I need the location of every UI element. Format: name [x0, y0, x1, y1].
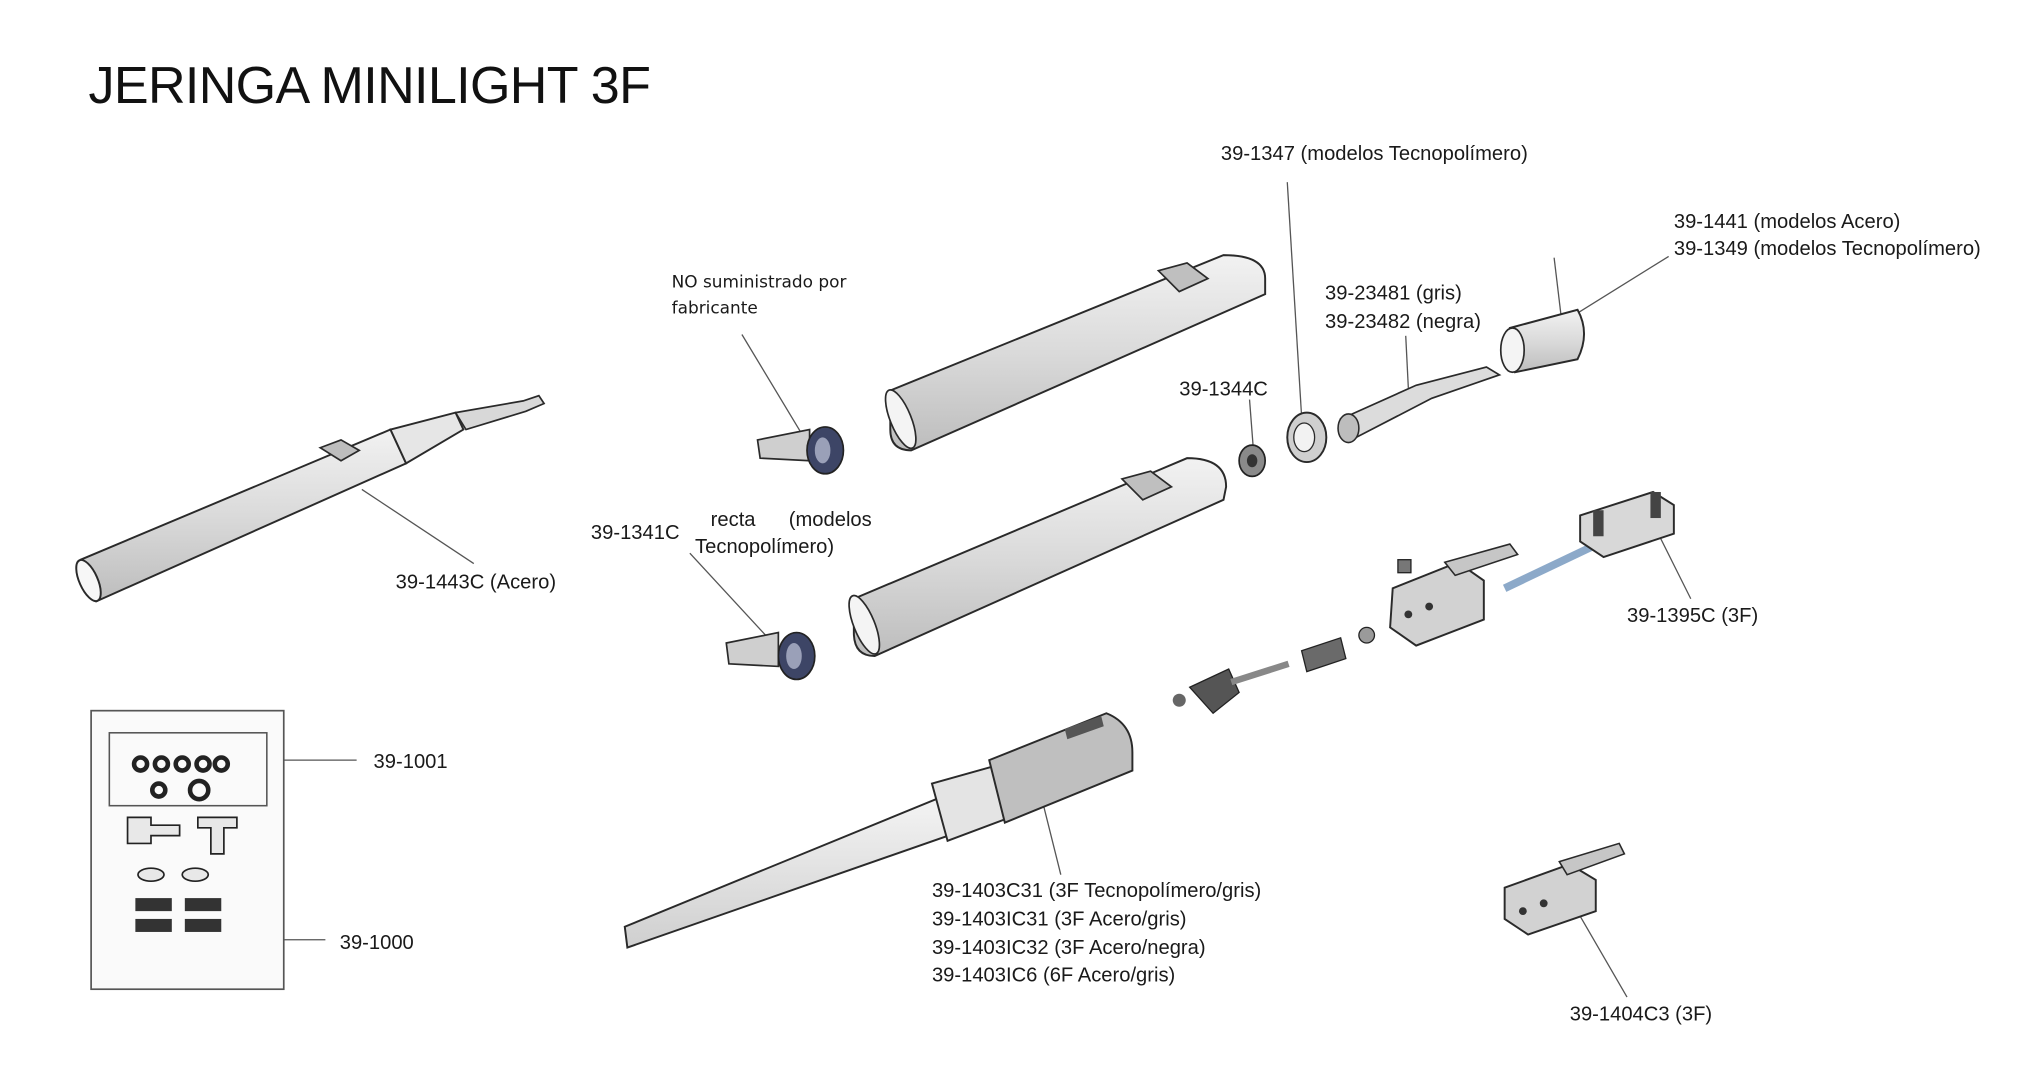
body-middle [848, 457, 1228, 657]
o-rings-1001 [131, 755, 231, 802]
tip-23481 [1337, 366, 1502, 444]
cap-not-supplied [756, 426, 845, 475]
body-top [884, 254, 1267, 452]
label-39-1403ic32: 39-1403IC32 (3F Acero/negra) [931, 937, 1206, 960]
piston-assembly [1172, 660, 1290, 715]
label-39-23482: 39-23482 (negra) [1325, 311, 1481, 334]
label-39-1403ic31: 39-1403IC31 (3F Acero/gris) [931, 908, 1187, 931]
label-39-1441: 39-1441 (modelos Acero) [1673, 210, 1901, 233]
hose-connector-1403 [623, 712, 1134, 949]
spring-1344c [1238, 444, 1267, 478]
leader-lines [266, 182, 1692, 998]
valve-assembly-1395c [1389, 490, 1675, 647]
label-tecnopolimero: Tecnopolímero) [695, 536, 835, 559]
check-valve [1358, 626, 1376, 644]
label-39-1443c: 39-1443C (Acero) [395, 571, 557, 594]
label-modelos: (modelos [788, 508, 872, 532]
label-39-23481: 39-23481 (gris) [1325, 282, 1462, 305]
assembled-syringe [75, 394, 546, 603]
label-39-1403ic6: 39-1403IC6 (6F Acero/gris) [931, 964, 1176, 987]
spare-kit-1000 [90, 709, 285, 991]
page-title: JERINGA MINILIGHT 3F [88, 57, 651, 115]
label-not-supplied-line2: fabricante [671, 299, 758, 319]
label-39-1404c3: 39-1404C3 (3F) [1569, 1003, 1713, 1026]
label-39-1341c: 39-1341C [590, 521, 680, 545]
cap-1341c [725, 631, 816, 681]
label-not-supplied-line1: NO suministrado por [671, 273, 847, 293]
spring-small [1300, 636, 1347, 673]
label-39-1403c31: 39-1403C31 (3F Tecnopolímero/gris) [931, 879, 1262, 903]
valve-1404c3 [1503, 842, 1626, 936]
label-39-1395c: 39-1395C (3F) [1627, 605, 1759, 628]
label-39-1000: 39-1000 [339, 931, 414, 955]
ring-1347 [1286, 411, 1328, 464]
label-39-1344c: 39-1344C [1179, 378, 1268, 401]
label-39-1001: 39-1001 [373, 751, 448, 774]
label-39-1349: 39-1349 (modelos Tecnopolímero) [1673, 238, 1981, 261]
label-39-1347: 39-1347 (modelos Tecnopolímero) [1220, 143, 1528, 166]
nozzle-1441 [1499, 308, 1586, 374]
label-recta: recta [710, 508, 756, 532]
